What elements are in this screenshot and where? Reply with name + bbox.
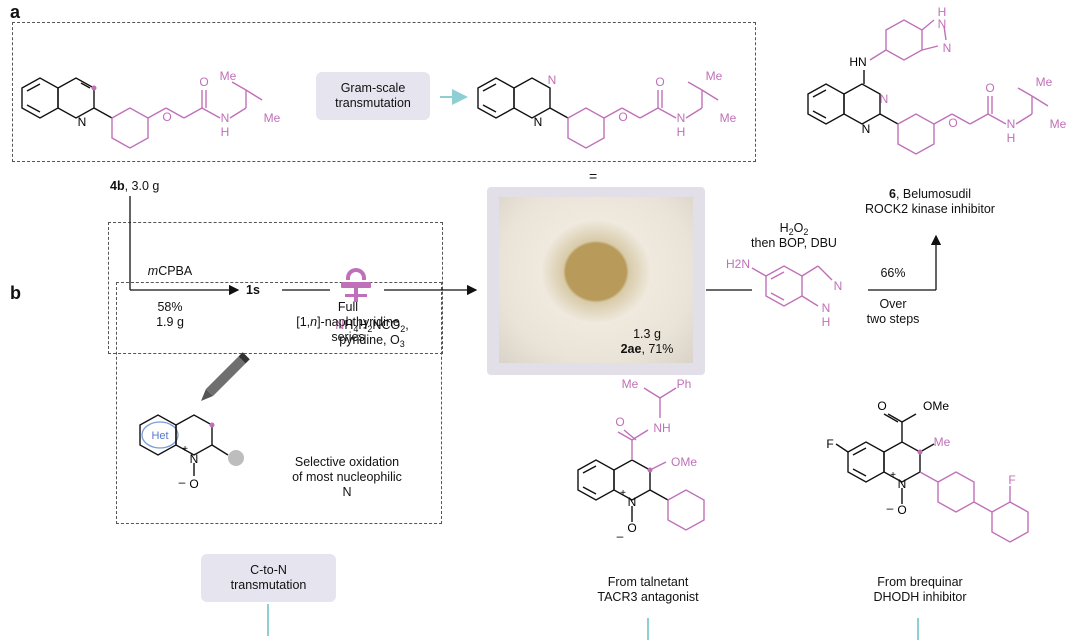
drug-description: ROCK2 kinase inhibitor: [865, 202, 995, 216]
aminoindazole: [751, 265, 833, 307]
svg-text:H: H: [822, 315, 831, 329]
svg-text:NH: NH: [653, 421, 670, 435]
b-structure: [139, 414, 244, 476]
svg-text:O: O: [615, 415, 624, 429]
carbon-dot: [91, 85, 97, 91]
svg-text:O: O: [877, 399, 886, 413]
ozone-device-icon: [341, 268, 371, 302]
svg-text:O: O: [189, 477, 198, 491]
dashed-box-reaction: [108, 222, 443, 354]
svg-text:Me: Me: [622, 377, 639, 391]
photo-mass-label: 1.3 g: [633, 327, 661, 341]
svg-text:Me: Me: [720, 111, 737, 125]
svg-text:N: N: [534, 115, 543, 129]
svg-text:O: O: [618, 110, 627, 124]
svg-text:N: N: [834, 279, 843, 293]
starting-material-4b: [21, 77, 113, 119]
svg-text:H: H: [1007, 131, 1016, 145]
product-photo: 1.3 g 2ae, 71%: [487, 187, 705, 375]
equals-sign: =: [589, 168, 598, 184]
svg-text:O: O: [655, 75, 664, 89]
svg-text:Ph: Ph: [677, 377, 692, 391]
svg-text:N: N: [548, 73, 557, 87]
svg-text:N: N: [190, 452, 199, 466]
svg-text:N: N: [880, 92, 889, 106]
svg-text:H: H: [221, 125, 230, 139]
bop-dbu-label: then BOP, DBU: [751, 236, 837, 250]
svg-text:Het: Het: [151, 430, 168, 442]
pencil-icon: [200, 352, 250, 402]
svg-text:N: N: [1007, 117, 1016, 131]
svg-text:–: –: [617, 529, 624, 543]
svg-text:N: N: [938, 17, 947, 31]
svg-text:F: F: [1008, 473, 1015, 487]
reagent-pyridine-ozone: pyridine, O3: [339, 333, 405, 349]
brequinar-n-oxide: [835, 413, 935, 504]
svg-text:–: –: [887, 501, 894, 515]
svg-text:N: N: [822, 301, 831, 315]
svg-text:Me: Me: [934, 435, 951, 449]
svg-text:O: O: [162, 110, 171, 124]
svg-text:H: H: [677, 125, 686, 139]
photo-product-label: 2ae, 71%: [620, 342, 674, 356]
svg-text:H2N: H2N: [726, 257, 750, 271]
powder-image: [499, 197, 693, 363]
drug-label: 6, Belumosudil: [889, 187, 971, 201]
svg-text:Me: Me: [1050, 117, 1067, 131]
svg-text:N: N: [628, 495, 637, 509]
step-yield-66: 66%: [880, 266, 906, 280]
panel-label-b: b: [10, 283, 21, 303]
nitrogen-reagent: NH4H2NCO2,: [335, 318, 409, 334]
svg-text:N: N: [898, 477, 907, 491]
svg-text:N: N: [677, 111, 686, 125]
svg-text:N: N: [862, 122, 871, 136]
sm-label: 4b, 3.0 g: [110, 179, 160, 193]
oxidant-label: H2O2: [779, 221, 809, 237]
svg-text:Me: Me: [220, 69, 237, 83]
intermediate-1s: 1s: [246, 283, 260, 297]
svg-text:+: +: [620, 488, 626, 499]
svg-text:N: N: [221, 111, 230, 125]
dashed-box-b: [116, 282, 442, 524]
mcpba-label: mCPBA: [147, 264, 193, 278]
svg-text:O: O: [985, 81, 994, 95]
step1-mass: 1.9 g: [156, 315, 184, 329]
svg-text:Me: Me: [264, 111, 281, 125]
svg-text:O: O: [948, 116, 957, 130]
svg-text:OMe: OMe: [923, 399, 949, 413]
svg-text:+: +: [182, 444, 188, 455]
step1-yield: 58%: [157, 300, 183, 314]
atom-n: N: [78, 115, 87, 129]
svg-text:HN: HN: [849, 55, 866, 69]
svg-text:–: –: [179, 475, 186, 489]
dashed-box-top: [12, 22, 756, 162]
svg-text:OMe: OMe: [671, 455, 697, 469]
svg-text:O: O: [897, 503, 906, 517]
svg-text:H: H: [938, 5, 947, 19]
svg-text:N: N: [943, 41, 952, 55]
svg-text:O: O: [627, 521, 636, 535]
svg-text:O: O: [199, 75, 208, 89]
svg-text:F: F: [826, 437, 833, 451]
svg-text:Me: Me: [706, 69, 723, 83]
panel-label-a: a: [10, 2, 21, 22]
svg-text:Me: Me: [1036, 75, 1053, 89]
svg-text:+: +: [890, 470, 896, 481]
